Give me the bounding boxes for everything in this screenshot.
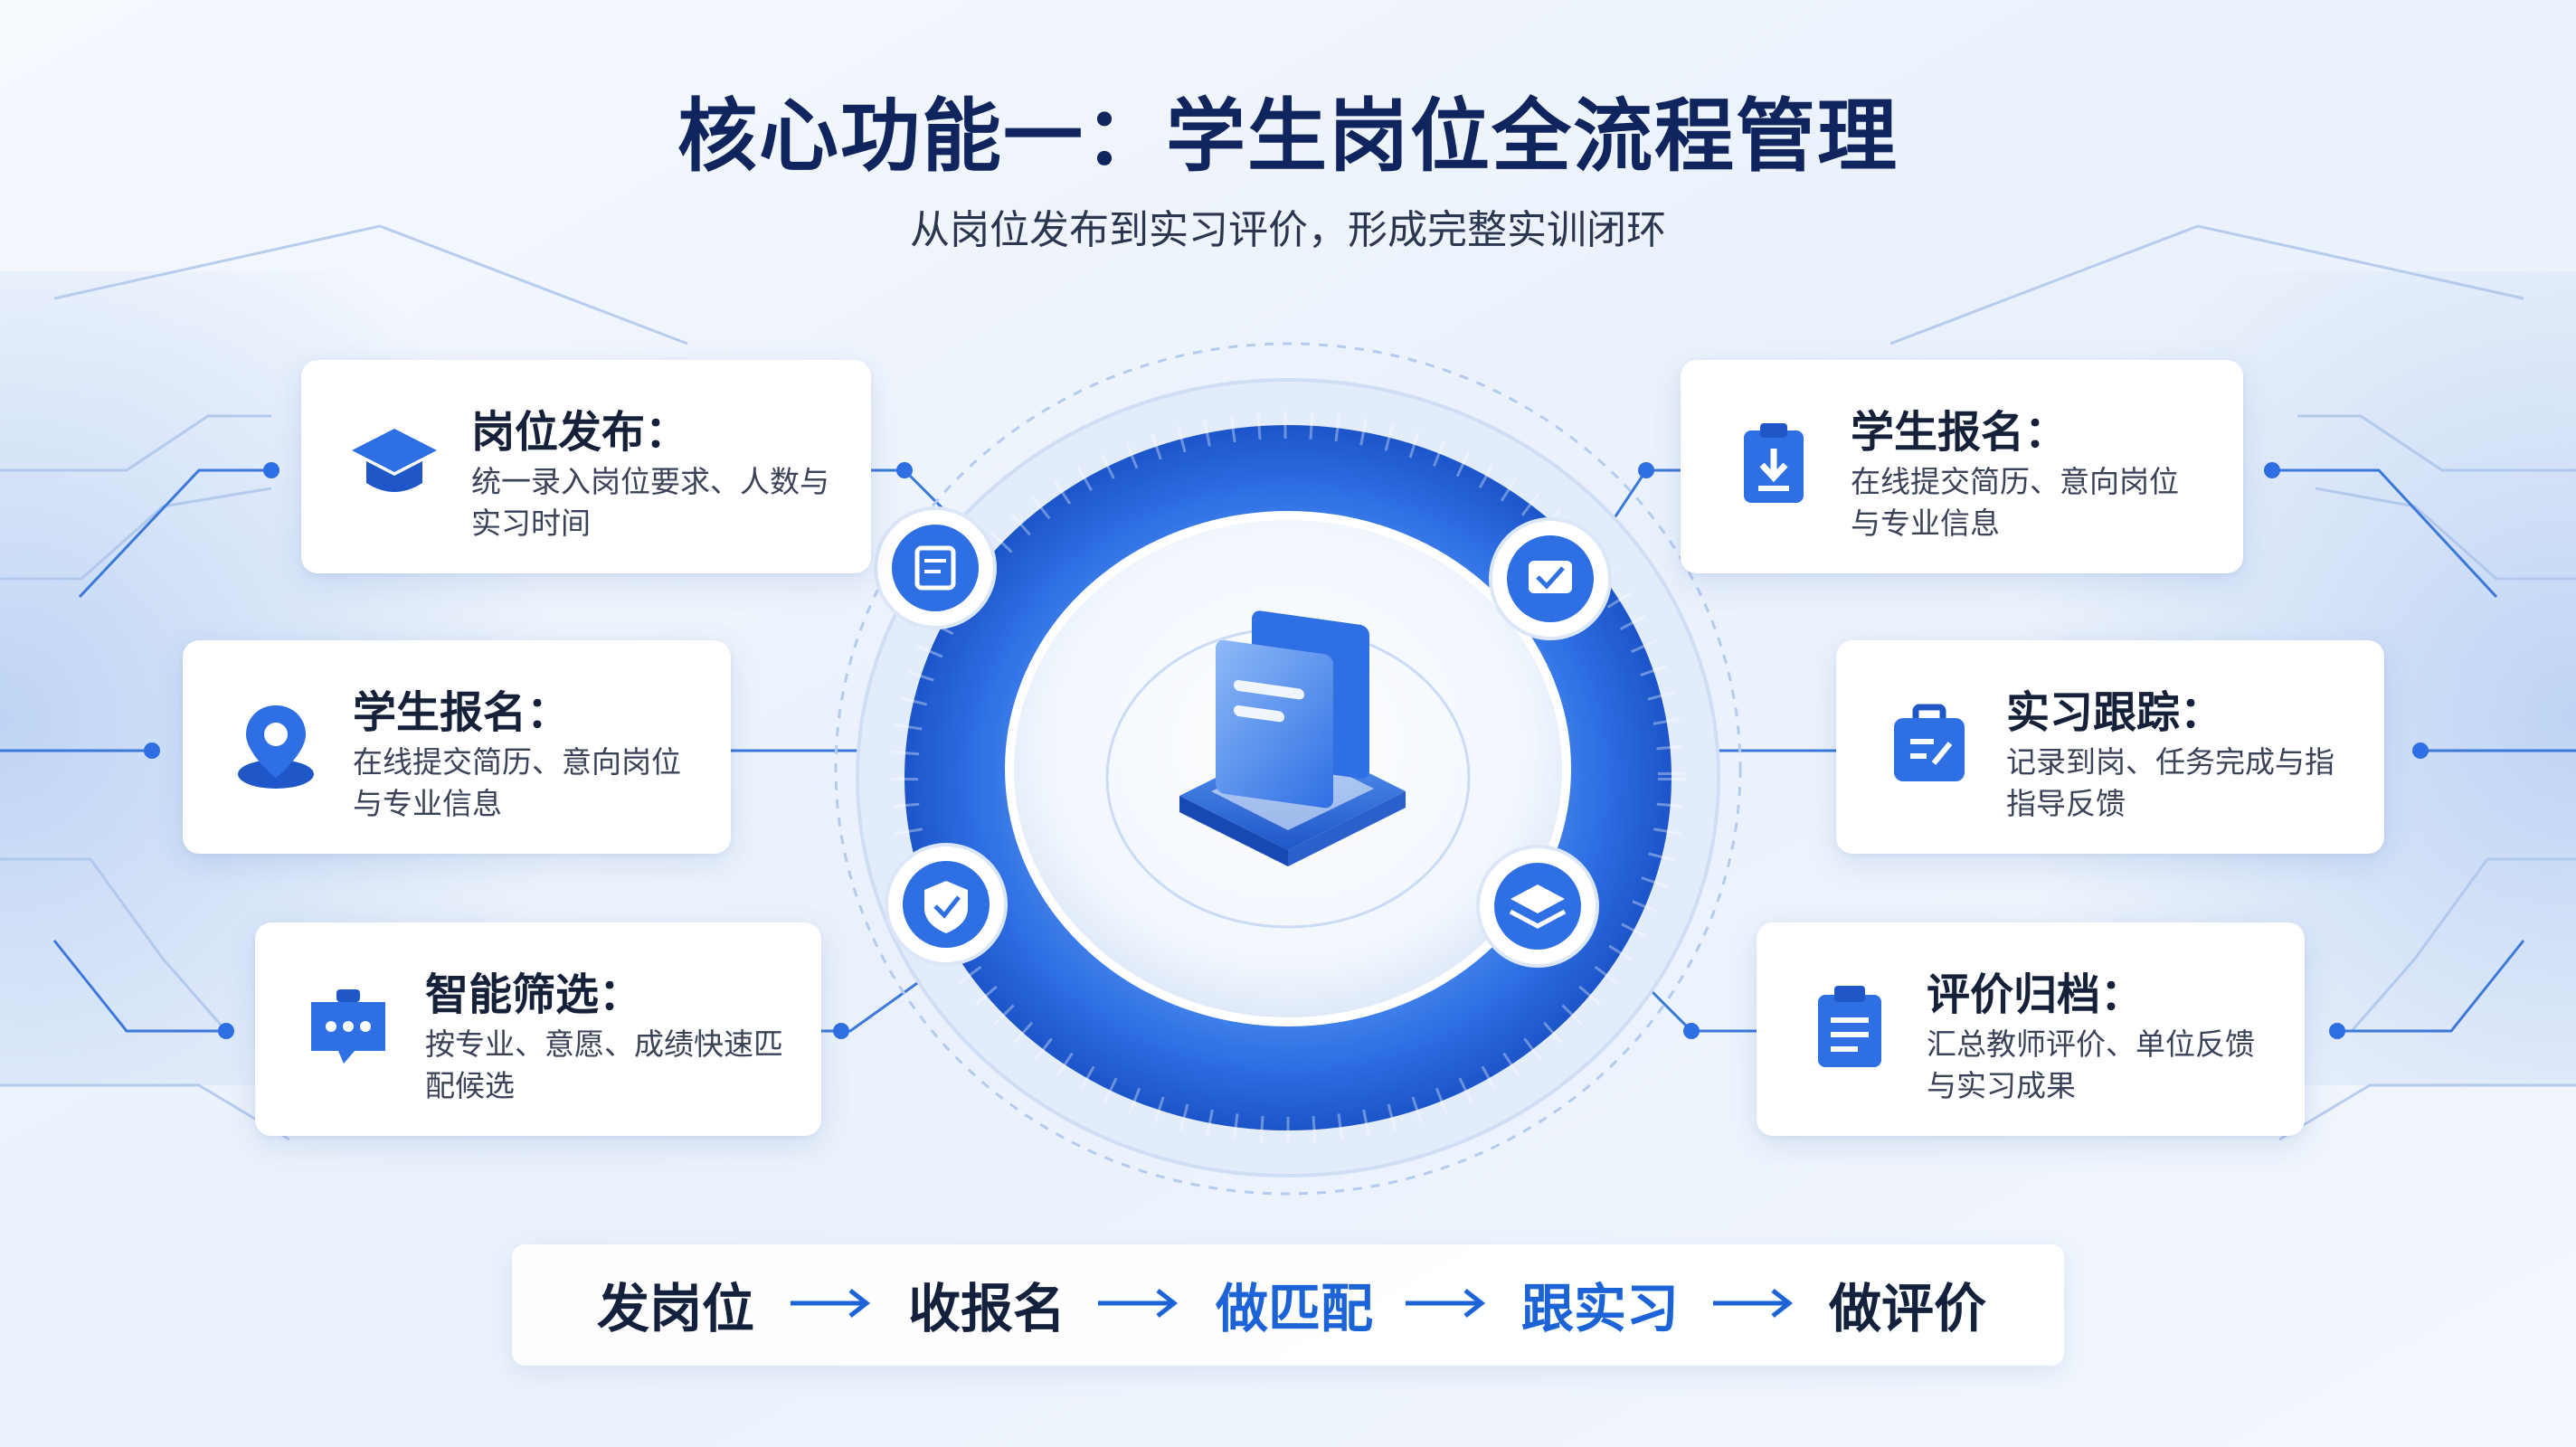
card-job-posting: 岗位发布： 统一录入岗位要求、人数与 实习时间 bbox=[301, 360, 871, 573]
card-internship-tracking: 实习跟踪： 记录到岗、任务完成与指 指导反馈 bbox=[1836, 640, 2384, 854]
right-arrow-icon bbox=[1713, 1289, 1794, 1318]
card-title: 岗位发布： bbox=[471, 407, 689, 458]
flow-step-track: 跟实习 bbox=[1521, 1278, 1680, 1339]
central-hub bbox=[834, 342, 1742, 1196]
page-subtitle: 从岗位发布到实习评价，形成完整实训闭环 bbox=[910, 207, 1666, 253]
card-smart-filter: 智能筛选： 按专业、意愿、成绩快速匹 配候选 bbox=[255, 922, 821, 1136]
clipboard-list-icon bbox=[1818, 986, 1881, 1067]
flow-step-collect: 收报名 bbox=[908, 1278, 1066, 1339]
card-title: 学生报名： bbox=[1851, 407, 2069, 458]
card-description: 统一录入岗位要求、人数与 实习时间 bbox=[471, 464, 829, 541]
flow-step-evaluate: 做评价 bbox=[1829, 1278, 1987, 1339]
flow-step-post: 发岗位 bbox=[597, 1278, 755, 1339]
card-description: 汇总教师评价、单位反馈 与实习成果 bbox=[1927, 1026, 2255, 1103]
card-student-signup-left: 学生报名： 在线提交简历、意向岗位 与专业信息 bbox=[183, 640, 731, 854]
card-description: 在线提交简历、意向岗位 与专业信息 bbox=[353, 744, 681, 821]
card-title: 学生报名： bbox=[353, 687, 571, 738]
card-title: 评价归档： bbox=[1927, 969, 2145, 1020]
card-title: 实习跟踪： bbox=[2006, 687, 2224, 738]
graduation-cap-icon bbox=[352, 429, 437, 492]
process-flow-bar bbox=[512, 1244, 2064, 1366]
card-description: 记录到岗、任务完成与指 指导反馈 bbox=[2006, 744, 2334, 821]
page-title: 核心功能一：学生岗位全流程管理 bbox=[677, 90, 1899, 183]
clipboard-download-icon bbox=[1744, 423, 1804, 503]
right-arrow-icon bbox=[791, 1289, 871, 1318]
right-arrow-icon bbox=[1098, 1289, 1179, 1318]
right-arrow-icon bbox=[1406, 1289, 1486, 1318]
card-description: 按专业、意愿、成绩快速匹 配候选 bbox=[425, 1026, 783, 1103]
chat-bubble-icon bbox=[311, 989, 385, 1064]
card-description: 在线提交简历、意向岗位 与专业信息 bbox=[1851, 464, 2179, 541]
card-student-signup-right: 学生报名： 在线提交简历、意向岗位 与专业信息 bbox=[1681, 360, 2243, 573]
card-title: 智能筛选： bbox=[425, 969, 643, 1020]
map-pin-icon bbox=[238, 705, 314, 789]
card-evaluation-archive: 评价归档： 汇总教师评价、单位反馈 与实习成果 bbox=[1757, 922, 2305, 1136]
briefcase-edit-icon bbox=[1894, 704, 1965, 781]
flow-step-match: 做匹配 bbox=[1216, 1278, 1374, 1339]
